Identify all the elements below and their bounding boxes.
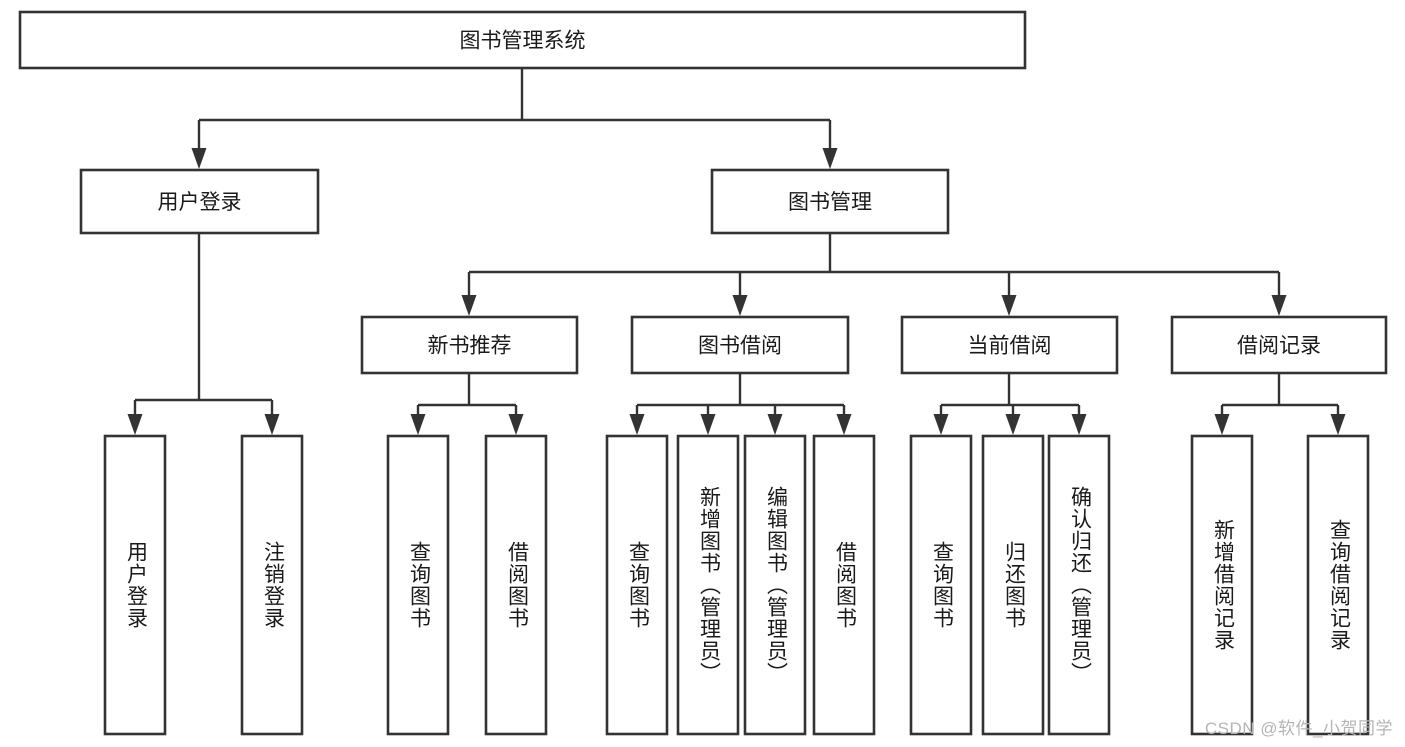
arrow-head-icon bbox=[629, 414, 645, 435]
arrow-head-icon bbox=[508, 414, 524, 435]
arrow-head-icon bbox=[1005, 414, 1021, 435]
node-box-leaf-return-book[interactable] bbox=[981, 434, 1045, 736]
arrow-head-icon bbox=[264, 414, 280, 435]
node-label-book-borrow: 图书借阅 bbox=[698, 335, 782, 358]
node-box-leaf-query-book-1[interactable] bbox=[386, 434, 450, 736]
node-box-leaf-edit-book[interactable] bbox=[743, 434, 807, 736]
connector-group-record-to-leaves bbox=[1214, 373, 1346, 435]
connector-group-recommend-to-leaves bbox=[410, 373, 524, 435]
arrow-head-icon bbox=[127, 414, 143, 435]
node-box-current-borrow[interactable] bbox=[900, 315, 1119, 375]
node-box-book-borrow[interactable] bbox=[630, 315, 850, 375]
arrow-head-icon bbox=[410, 414, 426, 435]
node-box-leaf-query-book-2[interactable] bbox=[605, 434, 669, 736]
node-box-borrow-record[interactable] bbox=[1170, 315, 1388, 375]
connector-group-borrow-to-leaves bbox=[629, 373, 852, 435]
arrow-head-icon bbox=[836, 414, 852, 435]
node-box-root[interactable] bbox=[18, 10, 1027, 70]
connector-layer bbox=[127, 68, 1346, 435]
node-box-user-login[interactable] bbox=[79, 168, 320, 235]
arrow-head-icon bbox=[767, 414, 783, 435]
arrow-head-icon bbox=[1330, 414, 1346, 435]
arrow-head-icon bbox=[822, 148, 838, 169]
connector-group-root-to-level2 bbox=[191, 68, 838, 169]
node-box-leaf-query-book-3[interactable] bbox=[909, 434, 973, 736]
node-box-new-book-recommend[interactable] bbox=[360, 315, 579, 375]
arrow-head-icon bbox=[1001, 295, 1017, 316]
node-box-leaf-user-login[interactable] bbox=[103, 434, 167, 736]
connector-group-userlogin-to-leaves bbox=[127, 233, 280, 435]
node-box-leaf-add-record[interactable] bbox=[1190, 434, 1254, 736]
node-box-leaf-query-record[interactable] bbox=[1306, 434, 1370, 736]
connector-group-current-to-leaves bbox=[933, 373, 1087, 435]
arrow-head-icon bbox=[1271, 295, 1287, 316]
arrow-head-icon bbox=[1214, 414, 1230, 435]
arrow-head-icon bbox=[700, 414, 716, 435]
node-box-leaf-add-book[interactable] bbox=[676, 434, 740, 736]
watermark-text: CSDN @软件_小贺同学 bbox=[1204, 719, 1393, 738]
node-label-root: 图书管理系统 bbox=[460, 30, 586, 53]
node-label-book-management: 图书管理 bbox=[788, 191, 872, 214]
node-box-leaf-borrow-book-2[interactable] bbox=[812, 434, 876, 736]
node-label-borrow-record: 借阅记录 bbox=[1237, 335, 1321, 358]
node-box-leaf-logout-login[interactable] bbox=[240, 434, 304, 736]
node-box-book-management[interactable] bbox=[710, 168, 950, 235]
node-box-leaf-confirm-return[interactable] bbox=[1047, 434, 1111, 736]
node-label-user-login: 用户登录 bbox=[158, 191, 242, 214]
node-label-new-book-recommend: 新书推荐 bbox=[428, 335, 512, 358]
arrow-head-icon bbox=[461, 295, 477, 316]
node-box-leaf-borrow-book-1[interactable] bbox=[484, 434, 548, 736]
arrow-head-icon bbox=[933, 414, 949, 435]
arrow-head-icon bbox=[1071, 414, 1087, 435]
connector-group-bookmgmt-to-level3 bbox=[461, 233, 1287, 316]
arrow-head-icon bbox=[732, 295, 748, 316]
node-label-current-borrow: 当前借阅 bbox=[968, 335, 1052, 358]
node-box-layer bbox=[18, 10, 1388, 736]
arrow-head-icon bbox=[191, 148, 207, 169]
